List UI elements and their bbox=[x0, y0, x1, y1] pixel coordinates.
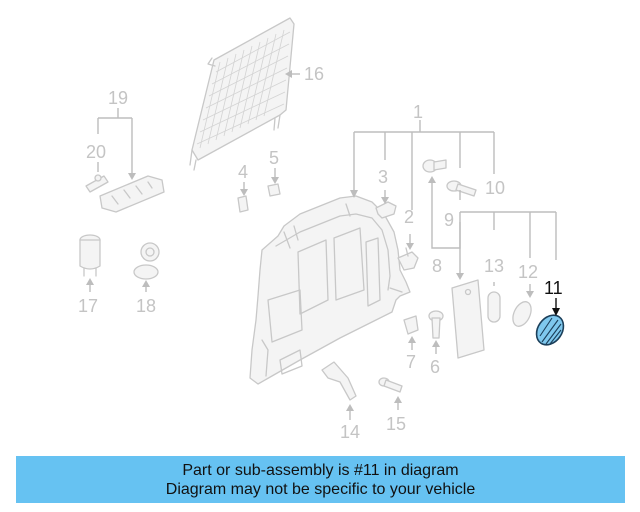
leader-1 bbox=[353, 120, 495, 210]
cup-part-17 bbox=[79, 234, 101, 277]
cap-part-18 bbox=[133, 242, 160, 280]
leader-10 bbox=[459, 211, 557, 276]
ring-part-12 bbox=[512, 301, 532, 327]
bracket-part-14 bbox=[321, 361, 357, 401]
clip-part-4 bbox=[237, 195, 249, 213]
bolt-part-6 bbox=[428, 310, 444, 339]
callout-3: 3 bbox=[378, 167, 388, 187]
callout-14: 14 bbox=[340, 422, 360, 442]
callout-8: 8 bbox=[432, 256, 442, 276]
arrow-16 bbox=[285, 70, 292, 78]
clip-part-5 bbox=[267, 183, 281, 197]
callout-20: 20 bbox=[86, 142, 106, 162]
callout-9: 9 bbox=[444, 210, 454, 230]
banner-line-disclaimer: Diagram may not be specific to your vehi… bbox=[165, 480, 476, 498]
callout-19: 19 bbox=[108, 88, 128, 108]
callout-16: 16 bbox=[304, 64, 324, 84]
quarter-trim-panel-part-1 bbox=[249, 195, 411, 385]
leader-19 bbox=[97, 108, 133, 176]
callout-11: 11 bbox=[544, 278, 563, 298]
highlighted-part-11 bbox=[535, 314, 565, 346]
hook-part-20 bbox=[85, 174, 109, 193]
seal-part-13 bbox=[487, 291, 501, 323]
callout-6: 6 bbox=[430, 357, 440, 377]
callout-10: 10 bbox=[485, 178, 505, 198]
plate-part-10 bbox=[451, 279, 485, 359]
callout-1: 1 bbox=[413, 102, 423, 122]
cargo-net-part-16 bbox=[189, 17, 295, 171]
callout-7: 7 bbox=[406, 352, 416, 372]
callout-12: 12 bbox=[518, 262, 538, 282]
handle-part-19 bbox=[99, 175, 165, 213]
clip-part-7 bbox=[403, 315, 419, 335]
banner-line-part-number: Part or sub-assembly is #11 in diagram bbox=[182, 461, 459, 479]
info-banner: Part or sub-assembly is #11 in diagram D… bbox=[16, 456, 625, 503]
callout-5: 5 bbox=[269, 148, 279, 168]
callout-4: 4 bbox=[238, 162, 248, 182]
callout-2: 2 bbox=[404, 207, 414, 227]
push-pin-part-8 bbox=[422, 159, 447, 173]
screw-part-15 bbox=[378, 377, 403, 393]
callout-18: 18 bbox=[136, 296, 156, 316]
parts-diagram: 1 2 3 4 5 6 7 8 9 10 11 12 13 14 15 16 1… bbox=[78, 17, 565, 442]
clip-part-3 bbox=[375, 201, 397, 219]
callout-15: 15 bbox=[386, 414, 406, 434]
callout-13: 13 bbox=[484, 256, 504, 276]
callout-17: 17 bbox=[78, 296, 98, 316]
clip-part-2 bbox=[397, 247, 419, 271]
push-pin-part-9 bbox=[446, 180, 477, 197]
